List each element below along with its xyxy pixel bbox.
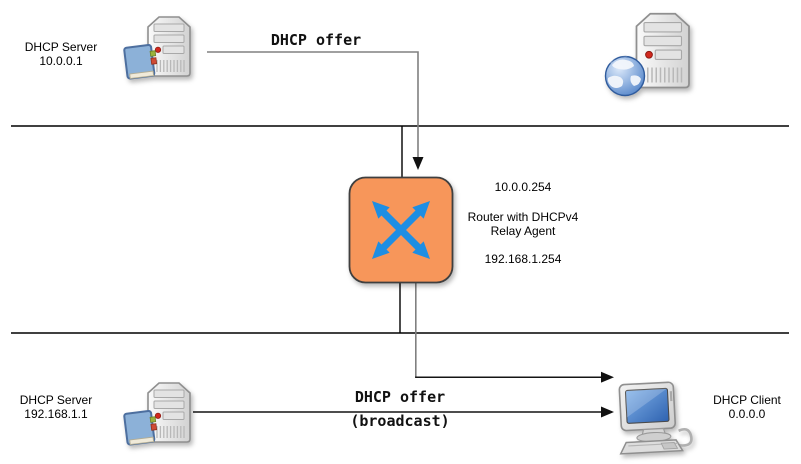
router-crossed-arrows bbox=[371, 200, 431, 260]
node-name: DHCP Client bbox=[713, 393, 781, 407]
router-label: 10.0.0.254 Router with DHCPv4 Relay Agen… bbox=[449, 180, 597, 266]
server-slot bbox=[153, 34, 185, 43]
keyboard-touch-area bbox=[660, 442, 679, 450]
monitor-screen bbox=[624, 387, 670, 424]
dhcp-server-top-label: DHCP Server 10.0.0.1 bbox=[5, 40, 117, 68]
server-slot bbox=[153, 23, 185, 32]
router-crossed-arrows-icon bbox=[348, 176, 454, 284]
mouse-cable bbox=[676, 427, 693, 447]
node-ip: 10.0.0.1 bbox=[39, 54, 83, 68]
server-slot bbox=[162, 45, 185, 54]
server-slot bbox=[654, 49, 683, 60]
server-tower-with-book-icon bbox=[123, 382, 191, 446]
node-name: DHCP Server bbox=[24, 40, 98, 54]
server-led bbox=[154, 412, 162, 419]
server-led bbox=[645, 50, 653, 59]
dhcp-offer-top-label: DHCP offer bbox=[270, 31, 362, 49]
screen-glare bbox=[625, 388, 668, 418]
router-ip-bottom: 192.168.1.254 bbox=[484, 252, 562, 266]
router-ip-top: 10.0.0.254 bbox=[494, 180, 552, 194]
server-slot bbox=[643, 35, 683, 47]
dhcp-offer-bottom-label: DHCP offer (broadcast) bbox=[350, 388, 450, 430]
dhcp-client-label: DHCP Client 0.0.0.0 bbox=[691, 393, 801, 421]
address-book-icon bbox=[123, 43, 158, 80]
server-tower-with-book-icon bbox=[123, 16, 191, 80]
node-name: DHCP Server bbox=[19, 393, 93, 407]
server-vents bbox=[156, 60, 185, 72]
node-ip: 0.0.0.0 bbox=[728, 407, 766, 421]
address-book-icon bbox=[123, 409, 158, 446]
server-slot bbox=[153, 389, 185, 398]
desktop-computer-icon bbox=[618, 381, 693, 455]
server-vents bbox=[156, 426, 185, 438]
dhcp-offer-arrow-top bbox=[207, 51, 424, 170]
server-slot bbox=[643, 21, 683, 33]
node-ip: 192.168.1.1 bbox=[24, 407, 88, 421]
monitor-buttons bbox=[669, 391, 673, 402]
server-led bbox=[154, 46, 162, 53]
router-title-line1: Router with DHCPv4 bbox=[467, 210, 579, 224]
server-slot bbox=[153, 400, 185, 409]
server-slot bbox=[162, 411, 185, 420]
server-tower-with-globe-icon bbox=[604, 12, 690, 97]
router-title-line2: Relay Agent bbox=[490, 224, 556, 238]
globe-icon bbox=[604, 54, 646, 97]
dhcp-server-bottom-label: DHCP Server 192.168.1.1 bbox=[0, 393, 112, 421]
server-vents bbox=[647, 67, 683, 83]
